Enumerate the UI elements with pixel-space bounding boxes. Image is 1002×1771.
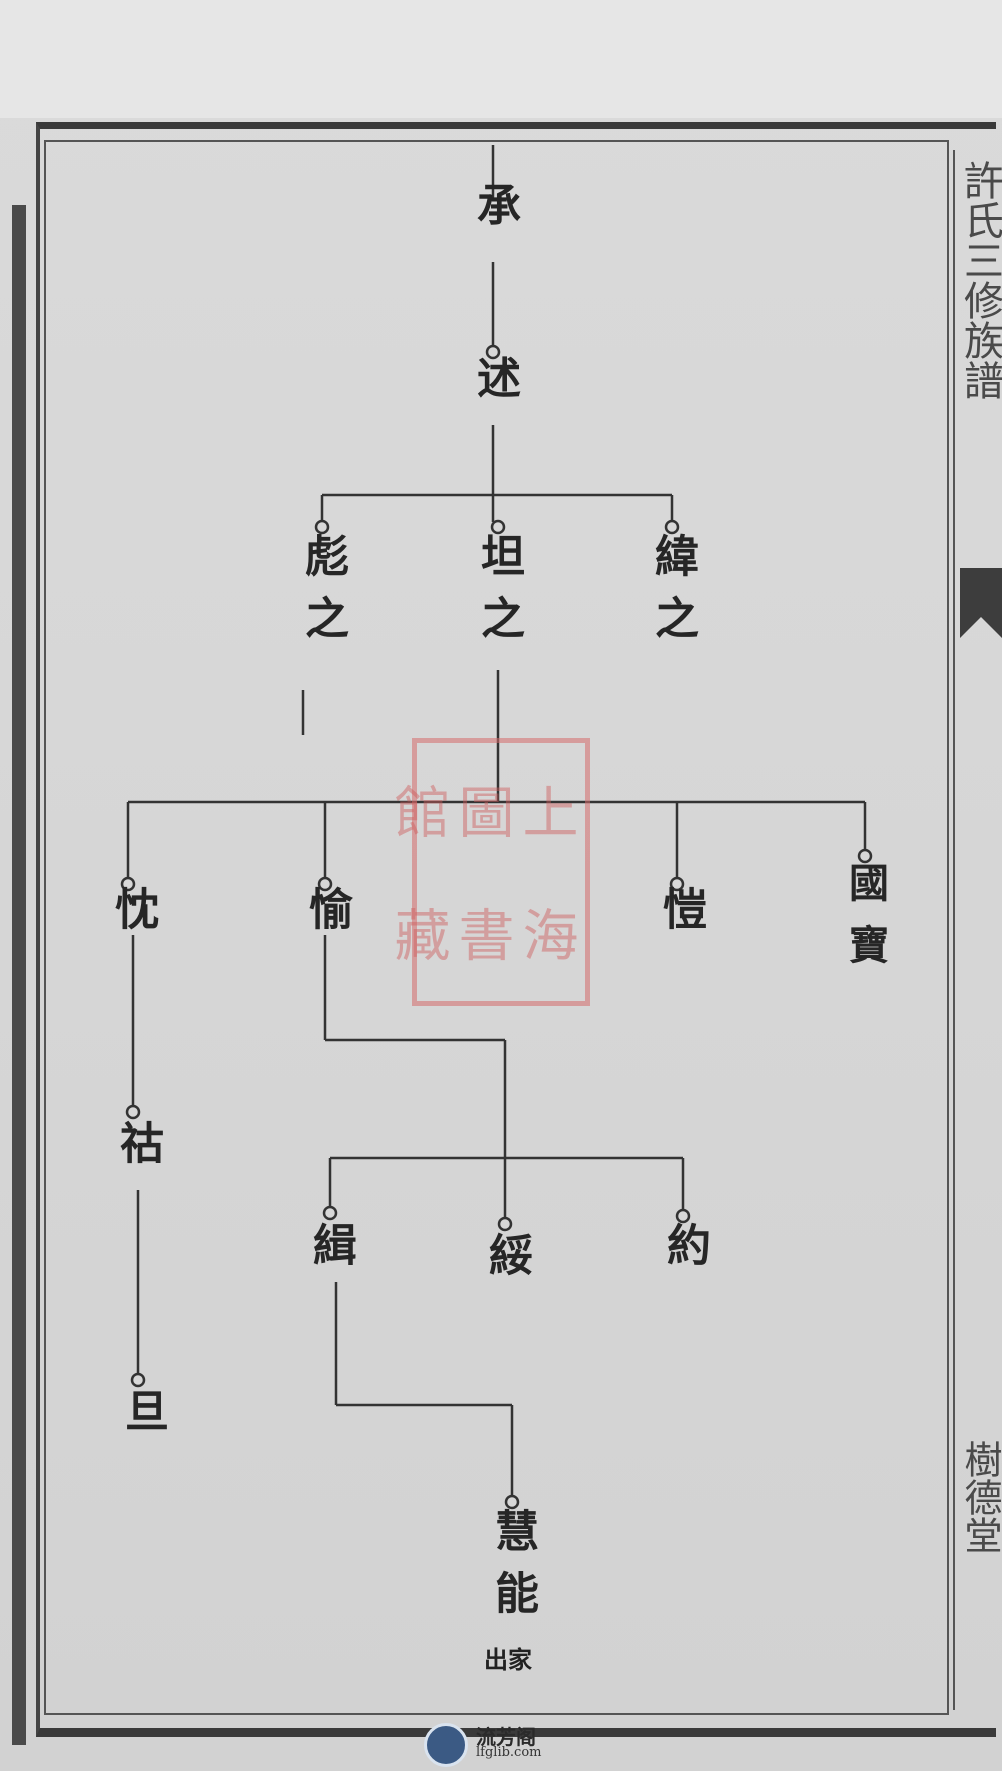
node-huineng xyxy=(504,1494,520,1510)
node-hu xyxy=(125,1104,141,1120)
node-dan xyxy=(130,1372,146,1388)
watermark-text: 流芳阁 lfglib.com xyxy=(476,1725,542,1761)
person-wei: 緯之 xyxy=(647,533,698,657)
node-ji xyxy=(322,1205,338,1221)
margin-hall-name: 樹德堂 xyxy=(958,1440,1002,1554)
person-yu: 愉 xyxy=(301,886,352,948)
node-sui xyxy=(497,1216,513,1232)
person-kai: 愷 xyxy=(655,886,706,948)
person-sui: 綏 xyxy=(481,1232,532,1294)
watermark-url: lfglib.com xyxy=(476,1745,542,1760)
node-guobao xyxy=(857,848,873,864)
site-watermark: 流芳阁 lfglib.com xyxy=(424,1722,584,1768)
book-logo-icon xyxy=(424,1723,468,1767)
seal-char: 書 xyxy=(449,905,514,962)
person-guobao: 國寶 xyxy=(842,862,889,986)
seal-char: 藏 xyxy=(385,905,450,962)
person-shu: 述 xyxy=(469,355,520,417)
center-margin-column xyxy=(953,150,1002,1710)
node-yu xyxy=(317,876,333,892)
person-biao: 彪之 xyxy=(297,533,348,657)
torn-paper-edge xyxy=(0,0,1002,118)
seal-char: 海 xyxy=(513,905,578,962)
library-seal: 上 海 圖 書 館 藏 xyxy=(385,738,590,1006)
page-outer-frame xyxy=(36,122,996,1737)
node-yue xyxy=(675,1208,691,1224)
person-tan: 坦之 xyxy=(473,533,524,657)
node-tan xyxy=(490,519,506,535)
node-chen xyxy=(120,876,136,892)
person-hu: 祜 xyxy=(112,1120,163,1182)
left-binding-edge xyxy=(12,205,26,1745)
annotation-chujia: 出家 xyxy=(484,1645,532,1674)
watermark-brand: 流芳阁 xyxy=(476,1725,536,1749)
person-cheng: 承 xyxy=(469,182,520,244)
seal-char: 圖 xyxy=(449,782,514,839)
page-inner-frame xyxy=(44,140,949,1715)
seal-char: 館 xyxy=(385,782,450,839)
node-biao xyxy=(314,519,330,535)
seal-char: 上 xyxy=(513,782,578,839)
person-ji: 緝 xyxy=(305,1222,356,1284)
person-chen: 忱 xyxy=(107,886,158,948)
node-shu xyxy=(485,344,501,360)
person-yue: 約 xyxy=(659,1222,710,1284)
node-wei xyxy=(664,519,680,535)
person-dan: 旦 xyxy=(117,1388,168,1450)
person-huineng: 慧能 xyxy=(487,1508,538,1632)
margin-book-title: 許氏三修族譜 xyxy=(957,160,1002,400)
node-kai xyxy=(669,876,685,892)
